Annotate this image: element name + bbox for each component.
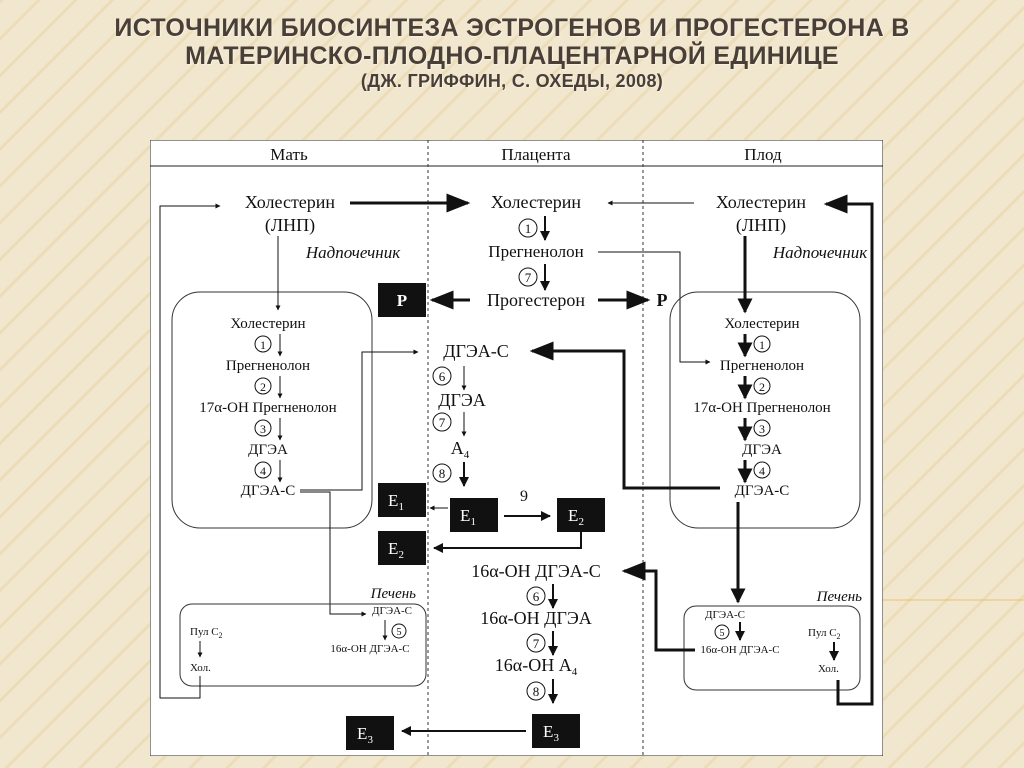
placenta-a4: А4 [451, 438, 470, 461]
e3-box-mother [346, 716, 394, 750]
fetus-ldl: (ЛНП) [736, 215, 786, 236]
fetus-enzyme-2: 2 [759, 380, 765, 394]
biosynthesis-diagram: Мать Плацента Плод Холестерин (ЛНП) Надп… [150, 140, 883, 756]
p-box-mother [378, 283, 426, 317]
fetus-adrenal-step-4: ДГЭА-С [735, 483, 790, 499]
fetus-adrenal-step-2: 17α-ОН Прегненолон [693, 400, 830, 416]
fetus-adrenal-step-3: ДГЭА [742, 442, 782, 458]
enzyme-5-label: 5 [397, 627, 402, 638]
fetus-enzyme-3: 3 [759, 422, 765, 436]
mother-adrenal-label: Надпочечник [305, 243, 401, 262]
e1-box-mother-label: E1 [388, 491, 404, 513]
mother-dheas-to-placenta-arrow [300, 349, 419, 491]
placenta-oh-dhea: 16α-ОН ДГЭА [480, 608, 592, 628]
fetus-enzyme-4: 4 [759, 464, 765, 478]
fetus-enzyme-1: 1 [759, 338, 765, 352]
diagram-canvas: Мать Плацента Плод Холестерин (ЛНП) Надп… [150, 140, 883, 756]
fetus-liver-dheas: ДГЭА-С [705, 609, 745, 621]
e2-box-mother-label: E2 [388, 539, 404, 561]
slide-title: ИСТОЧНИКИ БИОСИНТЕЗА ЭСТРОГЕНОВ И ПРОГЕС… [0, 14, 1024, 92]
placenta-dheas: ДГЭА-С [443, 341, 509, 361]
e3-box-placenta-label: E3 [543, 722, 559, 744]
title-line-3: (ДЖ. ГРИФФИН, С. ОХЕДЫ, 2008) [360, 71, 664, 91]
placenta-enzyme-1: 1 [525, 221, 532, 236]
enzyme-9-label: 9 [520, 488, 528, 505]
placenta-dhea: ДГЭА [438, 390, 486, 410]
fetus-adrenal-box [669, 291, 861, 529]
placenta-oh-a4: 16α-ОН А4 [495, 655, 578, 678]
mother-adrenal-step-1: Прегненолон [226, 358, 310, 374]
mother-ldl: (ЛНП) [265, 215, 315, 236]
p-box-mother-label: Р [397, 291, 407, 310]
placenta-pregnenolone-to-fetus-arrow [598, 251, 711, 365]
fetus-adrenal-step-0: Холестерин [724, 316, 799, 332]
p-label-fetus: Р [657, 290, 668, 310]
mother-liver-label: Печень [370, 586, 417, 602]
mother-cholesterol: Холестерин [245, 192, 336, 212]
placenta-enzyme-8b: 8 [533, 684, 540, 699]
placenta-enzyme-7c: 7 [533, 636, 540, 651]
mother-adrenal-step-2: 17α-ОН Прегненолон [199, 400, 336, 416]
mother-chol-recycle-arrow [159, 203, 221, 699]
enzyme-4-label: 4 [260, 464, 266, 478]
mother-adrenal-step-3: ДГЭА [248, 442, 288, 458]
e2-box-mother [378, 531, 426, 565]
mother-adrenal-box [171, 291, 373, 529]
diagram-panel [150, 140, 883, 756]
fetus-pool-label: Пул С2 [808, 627, 841, 641]
e1-box-mother [378, 483, 426, 517]
title-line-2: МАТЕРИНСКО-ПЛОДНО-ПЛАЦЕНТАРНОЙ ЕДИНИЦЕ [185, 42, 839, 70]
title-line-1: ИСТОЧНИКИ БИОСИНТЕЗА ЭСТРОГЕНОВ И ПРОГЕС… [114, 14, 910, 42]
placenta-cholesterol: Холестерин [491, 192, 582, 212]
placenta-enzyme-7: 7 [525, 270, 532, 285]
mother-liver-dheas: ДГЭА-С [372, 605, 412, 617]
mother-adrenal-step-4: ДГЭА-С [241, 483, 296, 499]
e2-box-placenta-label: E2 [568, 506, 584, 528]
placenta-enzyme-6b: 6 [533, 589, 540, 604]
enzyme-1-label: 1 [260, 338, 266, 352]
enzyme-2-label: 2 [260, 380, 266, 394]
column-header-mother: Мать [270, 145, 308, 164]
fetus-adrenal-step-1: Прегненолон [720, 358, 804, 374]
e3-box-mother-label: E3 [357, 724, 373, 746]
fetus-liver-oh-dheas: 16α-ОН ДГЭА-С [700, 644, 779, 656]
mother-chol-short: Хол. [190, 662, 211, 674]
fetus-chol-short: Хол. [818, 663, 839, 675]
mother-liver-box [179, 603, 427, 687]
e2-to-mother-arrow [433, 532, 582, 553]
placenta-enzyme-8a: 8 [439, 466, 446, 481]
placenta-pregnenolone: Прегненолон [488, 242, 583, 261]
placenta-enzyme-6a: 6 [439, 369, 446, 384]
fetus-liver-box [683, 605, 861, 691]
mother-pool-label: Пул С2 [190, 626, 223, 640]
fetus-oh-dheas-to-placenta-arrow [621, 561, 695, 652]
fetus-cholesterol: Холестерин [716, 192, 807, 212]
column-header-fetus: Плод [744, 145, 782, 164]
fetus-dheas-to-placenta-arrow [529, 341, 720, 490]
enzyme-3-label: 3 [260, 422, 266, 436]
fetus-liver-label: Печень [816, 589, 863, 605]
fetus-enzyme-5: 5 [720, 628, 725, 639]
mother-dheas-to-liver-arrow [300, 491, 367, 617]
placenta-enzyme-7b: 7 [439, 415, 446, 430]
placenta-progesterone: Прогестерон [487, 290, 585, 310]
mother-liver-oh-dheas: 16α-ОН ДГЭА-С [330, 643, 409, 655]
placenta-oh-dheas: 16α-ОН ДГЭА-С [471, 561, 601, 581]
mother-adrenal-step-0: Холестерин [230, 316, 305, 332]
mother-adrenal-enzymes: 1 2 3 4 [254, 334, 283, 483]
e3-box-placenta [532, 714, 580, 748]
e1-box-placenta [450, 498, 498, 532]
fetus-adrenal-label: Надпочечник [772, 243, 868, 262]
column-header-placenta: Плацента [501, 145, 571, 164]
e2-box-placenta [557, 498, 605, 532]
fetus-chol-recycle-arrow [823, 194, 874, 706]
fetus-adrenal-enzymes: 1 2 3 4 [737, 334, 771, 484]
e1-box-placenta-label: E1 [460, 506, 476, 528]
